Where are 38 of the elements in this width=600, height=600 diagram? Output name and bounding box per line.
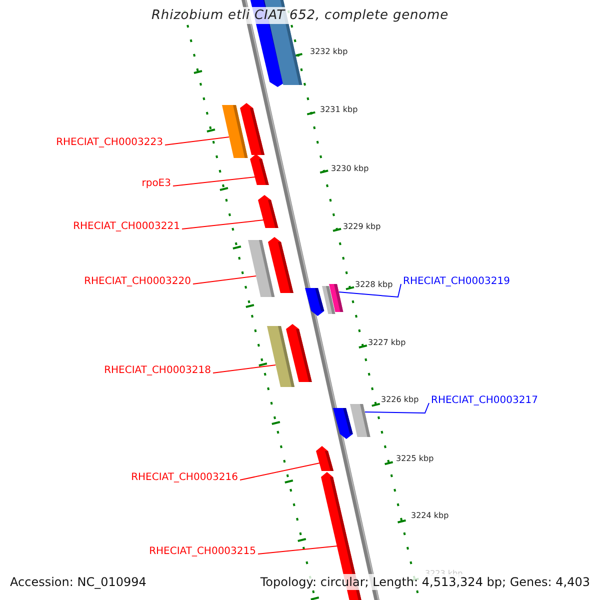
scale-label: 3227 kbp — [368, 338, 406, 348]
gene-label: RHECIAT_CH0003217 — [431, 395, 538, 407]
pointed-gene-block — [267, 236, 294, 294]
gene-label: RHECIAT_CH0003218 — [104, 365, 211, 377]
scale-label: 3224 kbp — [411, 511, 449, 521]
leader-line — [192, 276, 256, 284]
leader-line — [364, 402, 430, 414]
leader-line — [164, 136, 230, 146]
gene-label: RHECIAT_CH0003219 — [403, 276, 510, 288]
scale-label: 3230 kbp — [331, 164, 369, 174]
leader-line — [338, 284, 402, 298]
pointed-gene-block — [249, 153, 270, 186]
gene-label: RHECIAT_CH0003221 — [73, 221, 180, 233]
scale-label: 3225 kbp — [396, 454, 434, 464]
gene-label: rpoE3 — [142, 178, 171, 190]
gene-label: RHECIAT_CH0003216 — [131, 472, 238, 484]
pointed-gene-block — [304, 287, 326, 317]
leader-line — [182, 220, 264, 230]
scale-label: 3228 kbp — [355, 280, 393, 290]
genome-stats-text: Topology: circular; Length: 4,513,324 bp; Genes: 4,403 — [258, 574, 592, 590]
gene-block — [328, 283, 344, 313]
scale-label: 3232 kbp — [310, 47, 348, 57]
leader-line — [172, 176, 256, 186]
gene-label: RHECIAT_CH0003220 — [84, 276, 191, 288]
pointed-gene-block — [285, 323, 313, 383]
leader-line — [212, 364, 276, 374]
pointed-gene-block — [315, 445, 335, 472]
scale-label: 3231 kbp — [320, 105, 358, 115]
accession-text: Accession: NC_010994 — [8, 574, 148, 590]
scale-label: 3229 kbp — [343, 222, 381, 232]
gene-label: RHECIAT_CH0003223 — [56, 137, 163, 149]
pointed-gene-block — [332, 407, 354, 440]
gene-label: RHECIAT_CH0003215 — [149, 546, 256, 558]
gene-block — [349, 403, 372, 438]
scale-label: 3226 kbp — [381, 395, 419, 405]
leader-line — [258, 546, 338, 554]
leader-line — [240, 462, 320, 480]
pointed-gene-block — [257, 194, 280, 229]
